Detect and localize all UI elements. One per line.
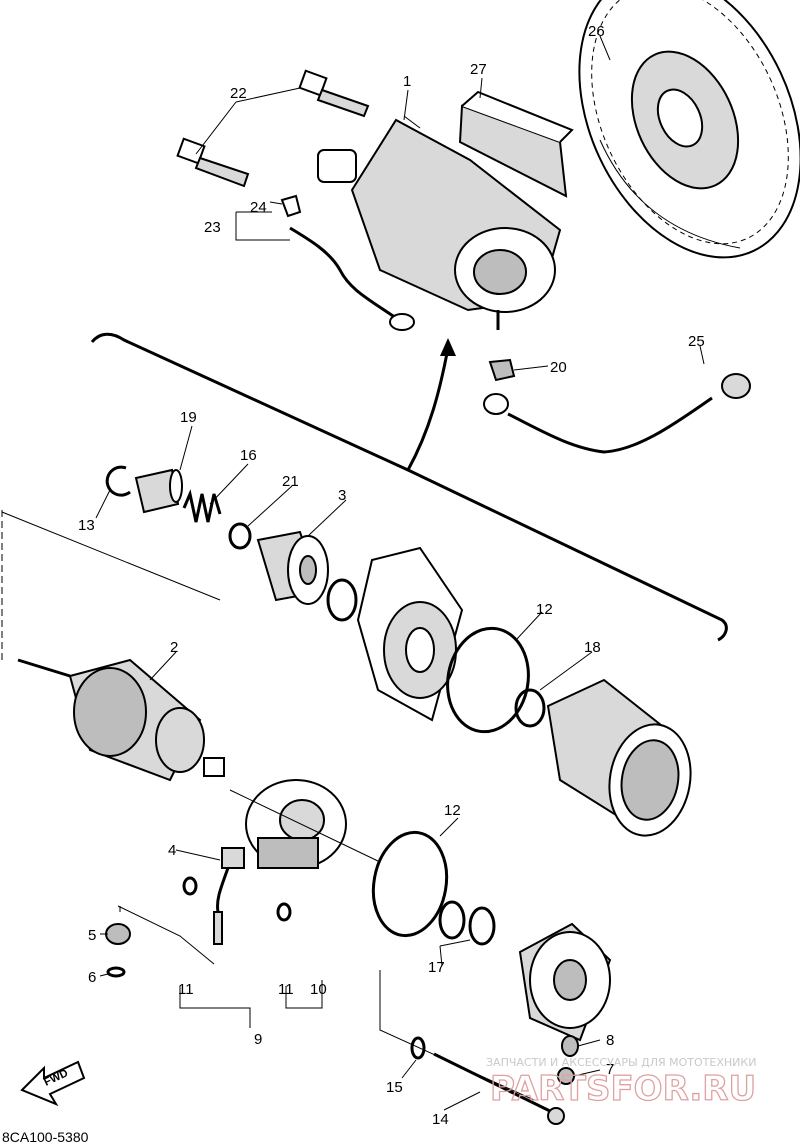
callout-15: 15: [386, 1079, 403, 1096]
starter-motor-assembly: [317, 115, 562, 330]
callout-16: 16: [240, 447, 257, 464]
ground-lead-wire: [280, 194, 415, 331]
starter-cable: [483, 373, 751, 454]
assembly-arrow: [406, 347, 450, 471]
nut-20: [488, 358, 516, 382]
centerline-3: [379, 970, 535, 1101]
callout-2-armature: 2: [170, 639, 178, 656]
washer-11a: [182, 876, 198, 896]
callout-25: 25: [688, 333, 705, 350]
callout-21: 21: [282, 473, 299, 490]
callout-6: 6: [88, 969, 96, 986]
o-ring-12-lower: [371, 830, 449, 938]
callout-4: 4: [168, 842, 176, 859]
callout-18: 18: [584, 639, 601, 656]
callout-10: 10: [310, 981, 327, 998]
centerline-upper: [1, 511, 221, 601]
washer-11b: [276, 902, 292, 922]
washer-21: [228, 522, 252, 550]
shim-washer: [326, 578, 358, 622]
fwd-arrow-icon: FWD: [20, 1060, 86, 1107]
callout-20: 20: [550, 359, 567, 376]
callout-27: 27: [470, 61, 487, 78]
spring-16: [182, 489, 222, 523]
callout-24: 24: [250, 199, 267, 216]
callout-3: 3: [338, 487, 346, 504]
watermark-caption: ЗАПЧАСТИ И АКСЕССУАРЫ ДЛЯ МОТОТЕХНИКИ: [486, 1056, 756, 1069]
callout-12-lower: 12: [444, 802, 461, 819]
watermark-logo: PARTSFOR.RU: [490, 1069, 756, 1109]
callout-8: 8: [606, 1032, 614, 1049]
brush-holder-plate: [245, 779, 347, 869]
drawing-code: 8CA100-5380: [2, 1129, 89, 1145]
washer-17b: [468, 906, 496, 946]
leader-lines: [95, 35, 705, 1111]
callout-5: 5: [88, 927, 96, 944]
front-cover: [356, 546, 464, 722]
armature-2: [17, 658, 225, 782]
washer-17a: [438, 900, 466, 940]
callout-26: 26: [588, 23, 605, 40]
collar-19: [134, 468, 183, 514]
flywheel-ring-gear: [578, 0, 800, 259]
callout-9: 9: [254, 1031, 262, 1048]
pinion-gear-3: [256, 530, 329, 605]
circlip-13: [105, 465, 131, 497]
starter-cover-block: [458, 90, 574, 198]
callout-1: 1: [403, 73, 411, 90]
bolt-lower: [176, 137, 250, 188]
brush-4: [216, 847, 245, 913]
callout-23: 23: [204, 219, 221, 236]
washer-8: [561, 1035, 579, 1057]
callout-11-left: 11: [178, 981, 194, 998]
callout-22: 22: [230, 85, 247, 102]
o-ring-15: [410, 1036, 426, 1060]
callout-17: 17: [428, 959, 445, 976]
callout-14: 14: [432, 1111, 449, 1128]
callout-7: 7: [606, 1061, 614, 1078]
callout-19: 19: [180, 409, 197, 426]
o-ring-18: [514, 688, 546, 728]
callout-12-upper: 12: [536, 601, 553, 618]
bolt-upper: [298, 69, 370, 118]
yoke-housing: [546, 678, 692, 837]
callout-13: 13: [78, 517, 95, 534]
callout-11-mid: 11: [278, 981, 294, 998]
grommet-5: [105, 923, 131, 945]
washer-6: [106, 966, 126, 978]
centerline-2: [229, 789, 381, 863]
o-ring-12-upper: [446, 626, 530, 734]
screw-9: [213, 911, 223, 945]
rear-cover: [518, 922, 612, 1042]
